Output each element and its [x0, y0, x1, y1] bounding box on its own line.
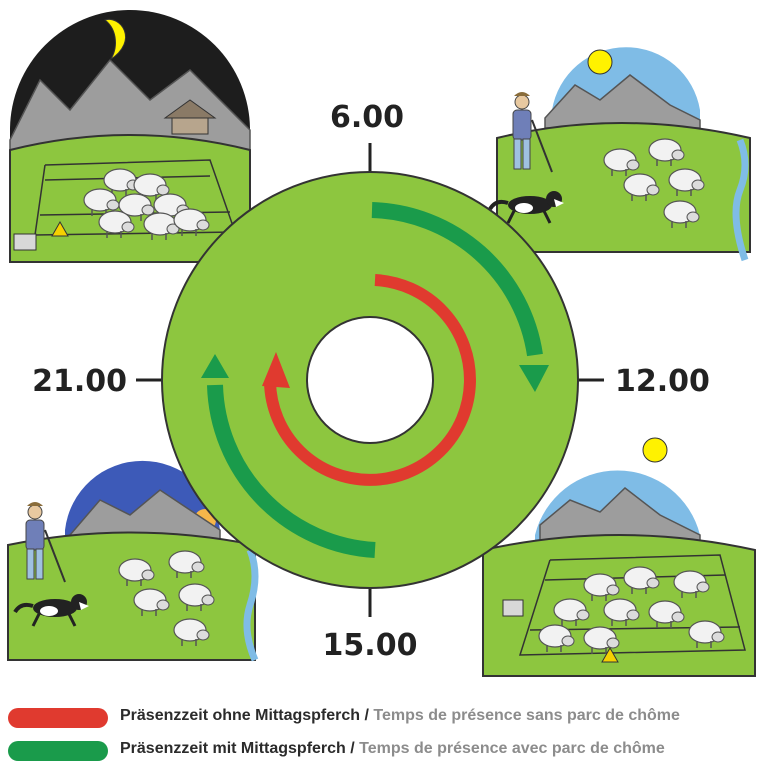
- legend-text-fr: Temps de présence sans parc de chôme: [373, 707, 680, 724]
- legend-text-de: Präsenzzeit mit Mittagspferch: [120, 740, 346, 757]
- legend-separator: /: [360, 707, 374, 724]
- green-arc-evening: [207, 384, 376, 558]
- noon-pen-scene: [482, 437, 756, 677]
- time-label-right: 12.00: [615, 364, 710, 399]
- presence-time-diagram: 6.00 12.00 15.00 21.00: [7, 10, 756, 677]
- legend-separator: /: [345, 740, 360, 757]
- green-arc-evening-arrowhead: [201, 354, 229, 378]
- grass: [7, 531, 256, 661]
- sun-icon: [642, 437, 668, 463]
- time-label-bottom: 15.00: [323, 628, 418, 663]
- red-arc-arrowhead: [262, 352, 290, 388]
- legend-text-de: Präsenzzeit ohne Mittagspferch: [120, 707, 361, 724]
- warning-sign-icon: [51, 220, 69, 237]
- clock-ring: [136, 143, 604, 617]
- legend-text-fr: Temps de présence avec parc de chôme: [359, 740, 665, 757]
- green-arc-morning-arrowhead: [519, 365, 549, 392]
- fence-energizer-icon: [13, 233, 37, 251]
- stream: [732, 138, 749, 262]
- stream: [243, 548, 259, 662]
- evening-herding-scene: [7, 460, 259, 662]
- morning-herding-scene: [488, 47, 751, 262]
- ring-shape: [161, 170, 579, 590]
- legend-text: Präsenzzeit mit Mittagspferch / Temps de…: [120, 740, 665, 758]
- time-label-left: 21.00: [32, 364, 127, 399]
- sun-icon: [587, 49, 613, 75]
- legend-text: Präsenzzeit ohne Mittagspferch / Temps d…: [120, 707, 680, 725]
- night-pen-scene: [9, 10, 251, 263]
- legend-item-without-midday-pen: Präsenzzeit ohne Mittagspferch / Temps d…: [0, 705, 757, 731]
- green-arc-morning: [371, 202, 543, 357]
- legend-swatch-green: [8, 741, 108, 761]
- time-label-top: 6.00: [330, 100, 404, 135]
- fence-energizer-icon: [502, 599, 524, 617]
- warning-sign-icon: [601, 646, 619, 663]
- grass: [496, 122, 751, 253]
- red-arc: [264, 274, 476, 486]
- legend-item-with-midday-pen: Präsenzzeit mit Mittagspferch / Temps de…: [0, 738, 757, 764]
- legend-swatch-red: [8, 708, 108, 728]
- hut-icon: [163, 99, 217, 135]
- moon-icon: [103, 18, 127, 61]
